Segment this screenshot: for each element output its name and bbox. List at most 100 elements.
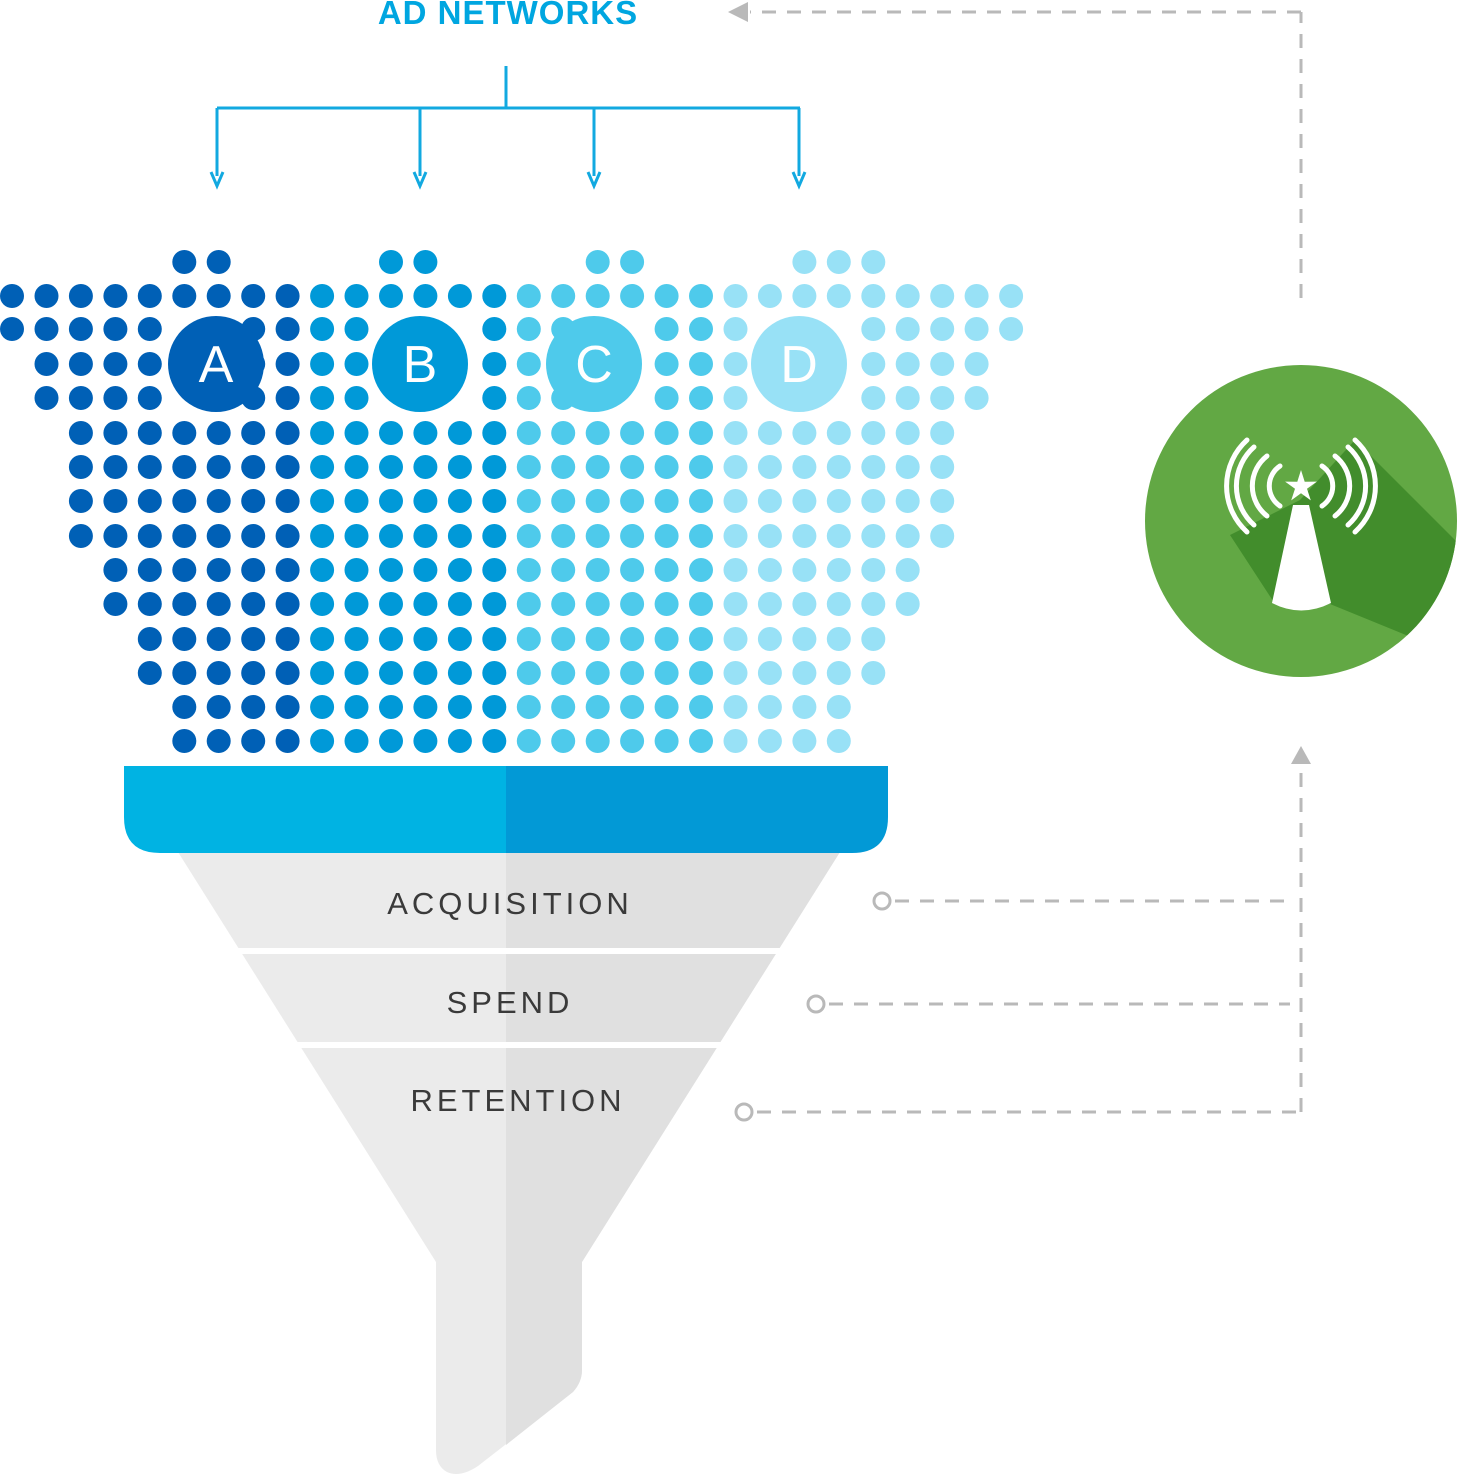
network-dot <box>826 489 851 513</box>
network-dot <box>447 455 472 479</box>
network-dot <box>103 284 128 308</box>
network-dot <box>516 661 541 685</box>
network-dot <box>137 317 162 341</box>
network-dot <box>723 558 748 582</box>
network-dot <box>689 284 713 308</box>
funnel-stage-spend: SPEND <box>447 985 574 1020</box>
wave-left-1 <box>1266 463 1283 509</box>
network-badge-label: D <box>780 336 818 394</box>
network-dot <box>723 592 748 616</box>
network-dot <box>654 489 679 513</box>
network-dot <box>654 729 679 753</box>
network-dot <box>792 284 817 308</box>
network-dot <box>68 386 93 410</box>
network-dot <box>516 558 541 582</box>
network-dot <box>826 729 851 753</box>
network-dot <box>447 627 472 651</box>
network-dot <box>344 627 369 651</box>
network-dot <box>275 592 300 616</box>
network-dot <box>689 386 713 410</box>
network-dot <box>585 489 610 513</box>
network-dot <box>310 729 335 753</box>
network-dot <box>310 592 335 616</box>
network-dot <box>585 592 610 616</box>
network-dot <box>792 558 817 582</box>
network-dot <box>68 284 93 308</box>
network-badge-circle <box>372 316 468 412</box>
network-dot <box>689 489 713 513</box>
network-dot <box>68 352 93 376</box>
network-dot <box>516 352 541 376</box>
network-dot <box>654 386 679 410</box>
network-dot <box>895 284 920 308</box>
network-dot <box>310 489 335 513</box>
network-dot <box>895 421 920 445</box>
network-dot <box>344 592 369 616</box>
network-dot <box>723 317 748 341</box>
network-dot <box>792 661 817 685</box>
network-dot <box>861 317 886 341</box>
network-dot <box>172 250 197 274</box>
network-dot <box>895 455 920 479</box>
network-dot <box>792 695 817 719</box>
network-dot <box>103 386 128 410</box>
network-dot <box>103 524 128 548</box>
network-dot <box>241 695 266 719</box>
network-dot <box>344 489 369 513</box>
network-dot <box>482 386 507 410</box>
network-dot <box>447 489 472 513</box>
network-dot-grid <box>0 250 1024 753</box>
network-dot <box>344 386 369 410</box>
network-dot <box>241 284 266 308</box>
network-dot <box>620 661 645 685</box>
wave-left-3 <box>1233 444 1257 528</box>
network-dot <box>723 524 748 548</box>
network-dot <box>826 558 851 582</box>
network-dot <box>413 695 438 719</box>
network-dot <box>861 455 886 479</box>
network-dot <box>241 661 266 685</box>
wave-right-2 <box>1332 453 1353 519</box>
network-dot <box>585 284 610 308</box>
network-dot <box>516 421 541 445</box>
network-dot <box>344 421 369 445</box>
network-dot <box>516 284 541 308</box>
network-dot <box>241 627 266 651</box>
network-dot <box>551 661 576 685</box>
network-dot <box>654 558 679 582</box>
network-dot <box>861 592 886 616</box>
network-dot <box>551 489 576 513</box>
dashed-line-endpoints <box>728 2 1311 1122</box>
network-dot <box>516 317 541 341</box>
network-dot <box>344 317 369 341</box>
network-dot <box>964 284 989 308</box>
network-dot <box>792 524 817 548</box>
network-dot <box>379 421 403 445</box>
network-dot <box>723 352 748 376</box>
network-dot <box>413 661 438 685</box>
network-dot <box>516 455 541 479</box>
network-dot <box>861 489 886 513</box>
connector-arrowhead-d <box>791 171 807 190</box>
network-dot <box>344 352 369 376</box>
network-dot <box>930 524 955 548</box>
network-dot <box>585 250 610 274</box>
network-dot <box>206 695 231 719</box>
network-dot <box>137 489 162 513</box>
network-dot <box>585 421 610 445</box>
network-dot <box>0 317 24 341</box>
wave-right-1 <box>1319 463 1336 509</box>
network-dot <box>172 661 197 685</box>
network-dot <box>757 284 782 308</box>
network-dot <box>723 386 748 410</box>
network-dot <box>723 627 748 651</box>
tower-icon <box>1272 505 1331 611</box>
network-dot <box>654 661 679 685</box>
network-dot <box>482 352 507 376</box>
network-dot <box>379 250 403 274</box>
network-dot <box>379 729 403 753</box>
network-dot <box>103 455 128 479</box>
network-dot <box>654 421 679 445</box>
